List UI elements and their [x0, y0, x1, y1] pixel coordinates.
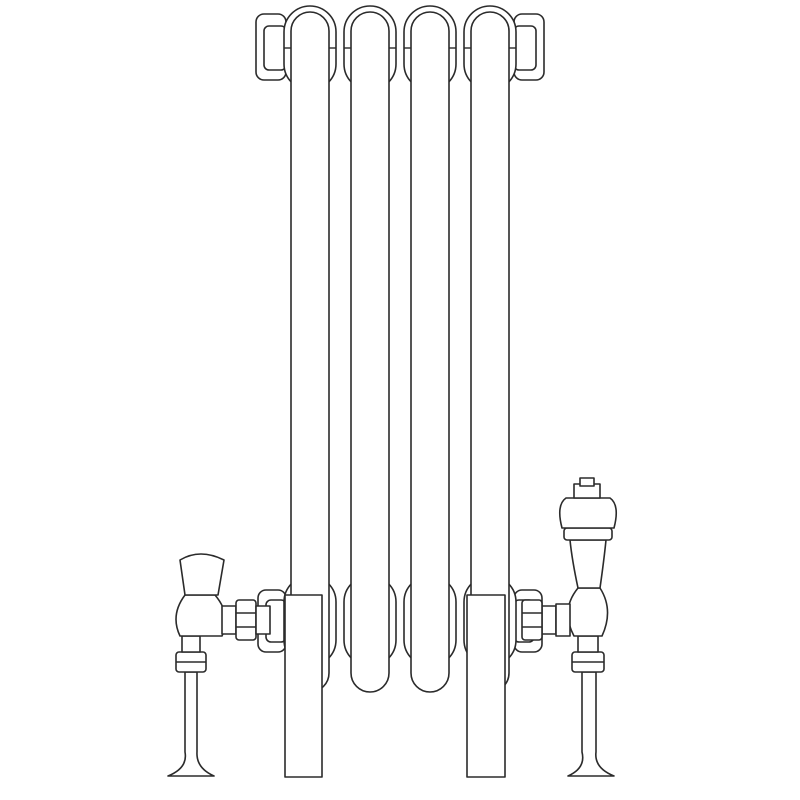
column-tube	[350, 11, 390, 693]
radiator-columns	[283, 5, 517, 693]
right-leg	[466, 594, 506, 778]
right-thermostatic-valve	[521, 477, 618, 777]
column-tube	[290, 11, 330, 693]
column-tube	[470, 11, 510, 693]
top-right-end-cap	[513, 13, 545, 81]
column-tube	[410, 11, 450, 693]
top-left-end-cap	[255, 13, 287, 81]
left-leg	[284, 594, 323, 778]
radiator-column	[463, 5, 517, 693]
radiator-column	[343, 5, 397, 693]
left-angle-valve	[167, 553, 271, 777]
radiator-column	[403, 5, 457, 693]
radiator-column	[283, 5, 337, 693]
